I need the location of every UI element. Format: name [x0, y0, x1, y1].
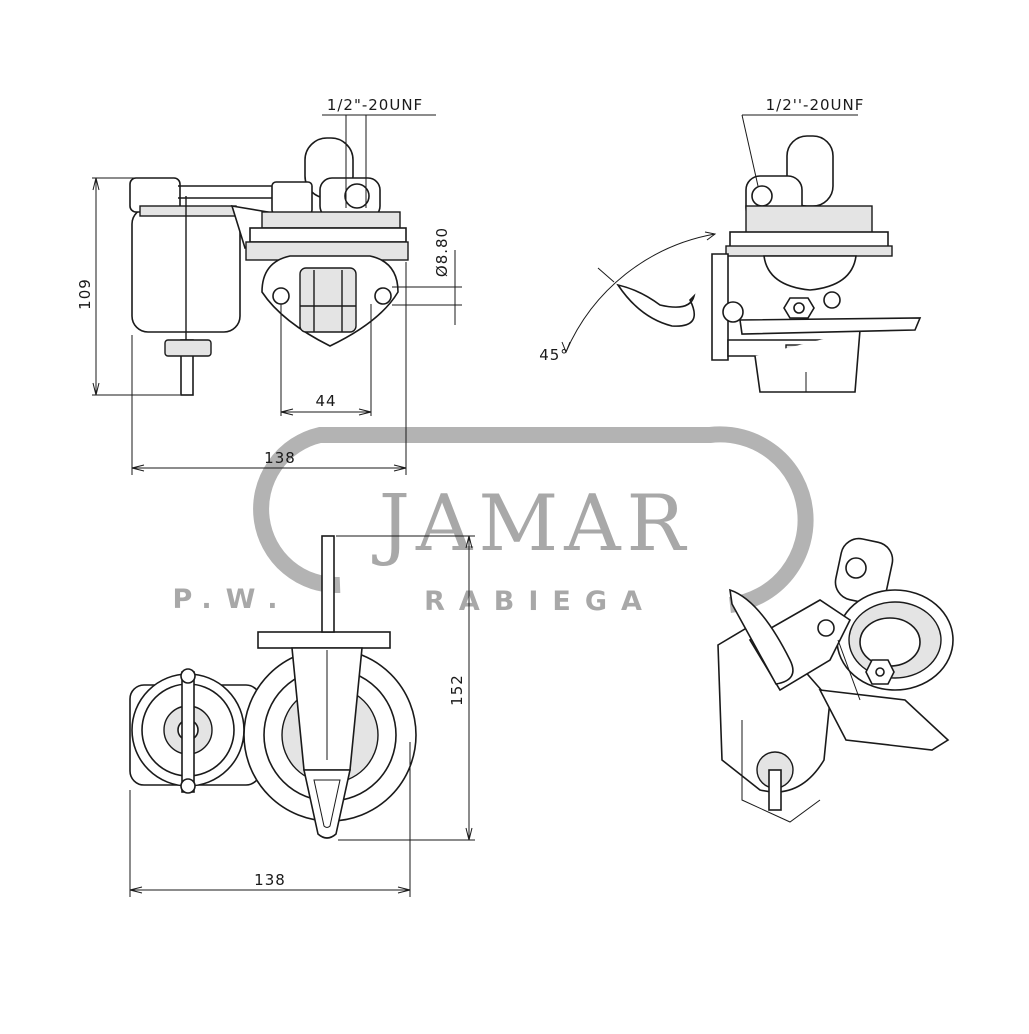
- front-view: 109 44 138 Ø8.80 1/2"-20UNF: [76, 96, 462, 475]
- isometric-view: [717, 537, 954, 823]
- dim-height-bottom: 152: [448, 674, 466, 706]
- dim-height-front: 109: [76, 278, 94, 310]
- watermark-name: RABIEGA: [424, 586, 656, 617]
- dim-mount-width: 44: [315, 392, 336, 410]
- dim-width-front: 138: [264, 449, 296, 467]
- watermark-brand: JAMAR: [372, 479, 692, 569]
- dim-thread-side: 1/2''-20UNF: [766, 96, 865, 114]
- dim-thread-front: 1/2"-20UNF: [327, 96, 423, 114]
- dim-hole-diameter: Ø8.80: [433, 227, 451, 277]
- dim-angle-side: 45°: [539, 346, 569, 364]
- dim-width-bottom: 138: [254, 871, 286, 889]
- watermark-logo: JAMAR P.W. RABIEGA: [173, 426, 814, 617]
- side-view: 45° 1/2''-20UNF: [539, 96, 922, 393]
- watermark-prefix: P.W.: [173, 584, 292, 615]
- bottom-view: 152 138: [129, 535, 475, 897]
